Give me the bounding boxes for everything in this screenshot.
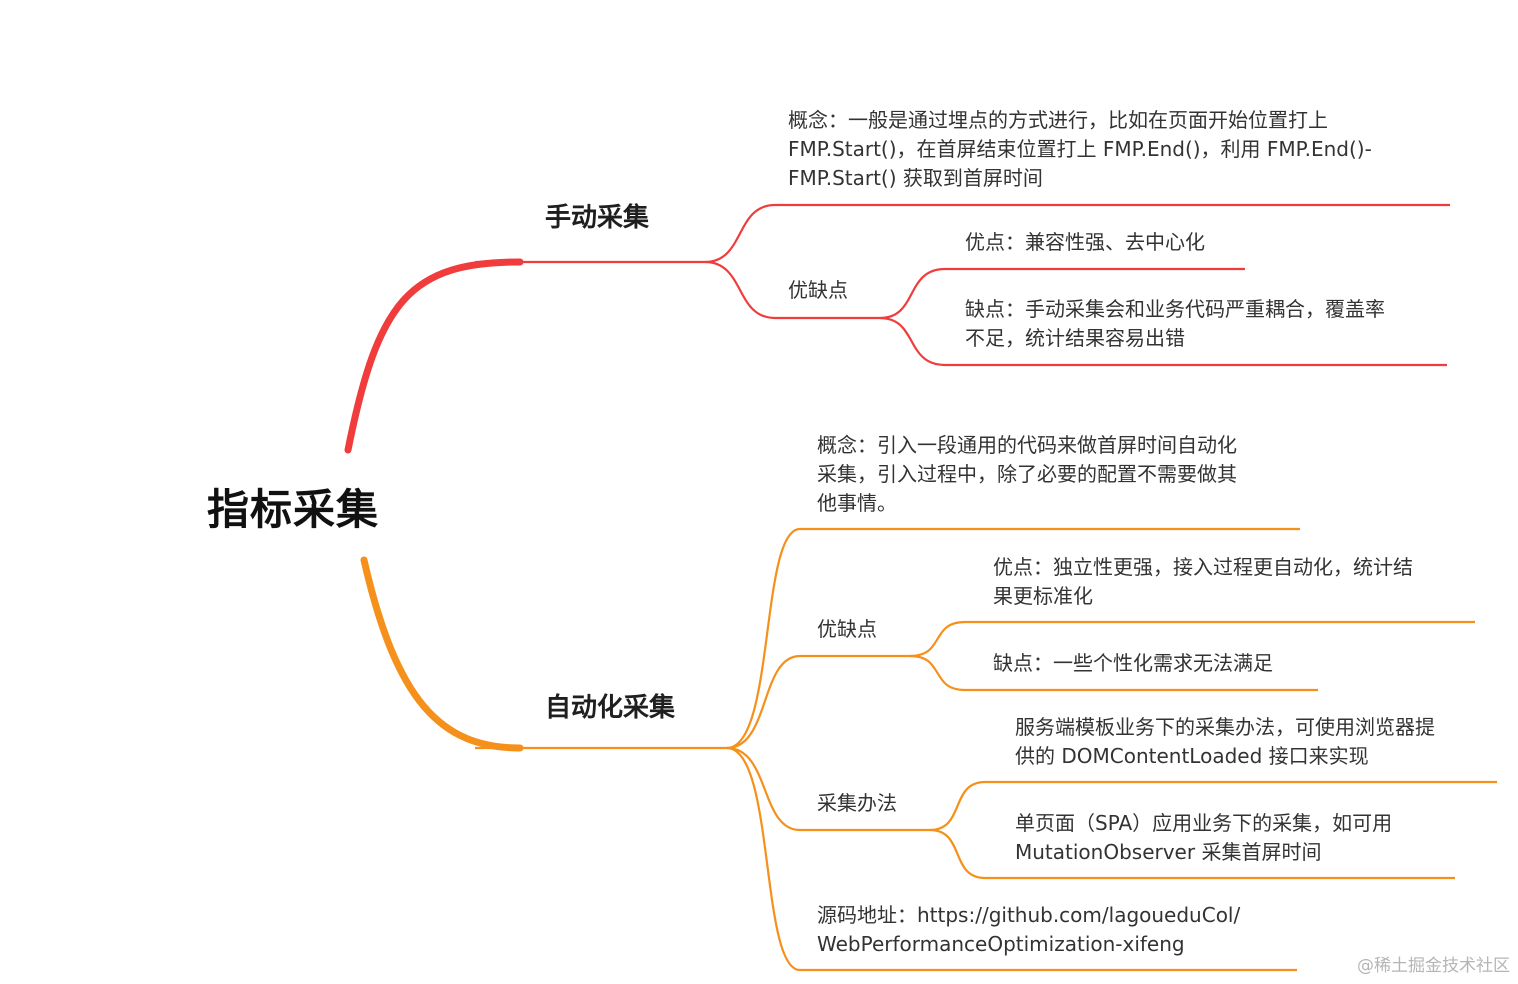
source-code-link-text: 源码地址：https://github.com/lagoueduCol/ Web… (817, 903, 1241, 956)
branch-auto-label: 自动化采集 (545, 693, 676, 723)
manual-pros-cons-label: 优缺点 (788, 278, 848, 302)
watermark: @稀土掘金技术社区 (1357, 956, 1510, 976)
connector-root-manual (344, 258, 524, 454)
auto-pros-cons-label: 优缺点 (817, 617, 877, 641)
manual-pros-text: 优点：兼容性强、去中心化 (965, 230, 1205, 254)
manual-branch-lines (475, 203, 1450, 367)
auto-cons-text: 缺点：一些个性化需求无法满足 (993, 651, 1273, 675)
spa-method-text: 单页面（SPA）应用业务下的采集，如可用 MutationObserver 采集… (1015, 811, 1393, 864)
manual-cons-text: 缺点：手动采集会和业务代码严重耦合，覆盖率 不足，统计结果容易出错 (965, 297, 1385, 350)
branch-manual-label: 手动采集 (545, 203, 650, 233)
collection-method-label: 采集办法 (817, 791, 897, 815)
manual-concept-text: 概念：一般是通过埋点的方式进行，比如在页面开始位置打上 FMP.Start()，… (788, 108, 1372, 190)
auto-concept-text: 概念：引入一段通用的代码来做首屏时间自动化 采集，引入过程中，除了必要的配置不需… (817, 433, 1237, 515)
connector-root-auto (360, 556, 524, 752)
auto-pros-text: 优点：独立性更强，接入过程更自动化，统计结 果更标准化 (993, 555, 1413, 608)
ssr-method-text: 服务端模板业务下的采集办法，可使用浏览器提 供的 DOMContentLoade… (1015, 715, 1435, 768)
auto-branch-lines (475, 527, 1497, 972)
root-topic: 指标采集 (207, 485, 380, 534)
